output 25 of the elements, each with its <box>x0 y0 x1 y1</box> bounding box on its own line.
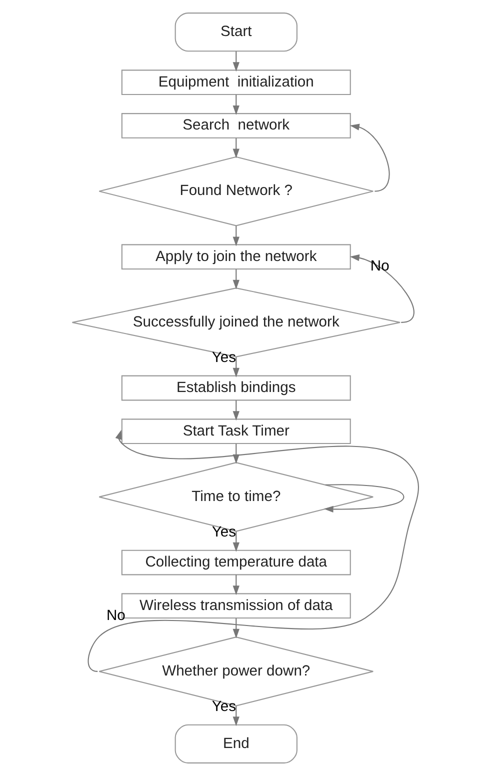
node-diamond: Found Network ? <box>98 156 374 226</box>
arrow <box>350 124 390 192</box>
arrow <box>350 254 414 323</box>
arrow <box>324 484 404 512</box>
arrow <box>232 532 240 552</box>
arrow <box>232 706 240 726</box>
node-box: End <box>174 724 298 764</box>
node-box: Search network <box>121 113 351 138</box>
node-box: Establish bindings <box>121 375 351 401</box>
node-box: Apply to join the network <box>121 244 351 270</box>
node-box: Equipment initialization <box>121 70 351 96</box>
edge-label: No <box>370 258 390 274</box>
node-box: Start <box>174 12 298 52</box>
arrow <box>232 94 240 115</box>
arrow <box>232 574 240 596</box>
arrow <box>232 269 240 290</box>
arrow <box>232 618 240 638</box>
arrow <box>232 357 240 378</box>
arrow <box>88 430 419 672</box>
node-box: Collecting temperature data <box>121 550 351 576</box>
arrow <box>232 138 240 158</box>
arrow <box>232 51 240 72</box>
arrow <box>232 226 240 246</box>
node-box: Start Task Timer <box>121 418 351 444</box>
arrow <box>232 400 240 421</box>
